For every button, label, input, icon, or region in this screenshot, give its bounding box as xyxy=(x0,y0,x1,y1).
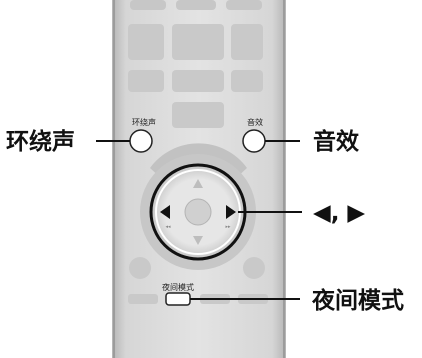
sound-effect-button[interactable] xyxy=(242,129,266,153)
dpad-down-arrow[interactable] xyxy=(193,236,203,245)
dpad-left-arrow[interactable] xyxy=(160,205,170,219)
function-button-1[interactable] xyxy=(128,24,164,60)
function-button-6[interactable] xyxy=(231,70,263,92)
dpad-up-arrow[interactable] xyxy=(193,179,203,188)
surround-button[interactable] xyxy=(129,129,153,153)
top-button-right[interactable] xyxy=(226,0,262,10)
dpad-left-hint: ◂◂ xyxy=(165,224,171,230)
night-mode-button[interactable] xyxy=(165,292,191,306)
surround-button-label: 环绕声 xyxy=(132,117,156,127)
sound-effect-callout: 音效 xyxy=(313,128,359,155)
function-button-5[interactable] xyxy=(172,70,224,92)
arrows-callout: ◀, ▶ xyxy=(313,200,365,226)
lower-left-round-button[interactable] xyxy=(129,257,151,279)
function-button-4[interactable] xyxy=(128,70,164,92)
top-button-center[interactable] xyxy=(176,0,216,10)
function-button-2[interactable] xyxy=(172,24,224,60)
sound-effect-button-label: 音效 xyxy=(247,117,263,127)
bottom-button-left[interactable] xyxy=(128,294,158,304)
dpad-right-hint: ▸▸ xyxy=(225,224,231,230)
night-mode-callout: 夜间模式 xyxy=(311,287,404,314)
lower-right-round-button[interactable] xyxy=(243,257,265,279)
function-button-3[interactable] xyxy=(231,24,263,60)
center-top-button[interactable] xyxy=(172,102,224,128)
dpad-upper-arc xyxy=(150,143,247,178)
dpad-right-arrow[interactable] xyxy=(226,205,236,219)
surround-callout: 环绕声 xyxy=(6,128,75,155)
night-mode-button-label: 夜间模式 xyxy=(162,282,194,292)
top-button-left[interactable] xyxy=(130,0,166,10)
dpad-center-button[interactable] xyxy=(184,198,212,226)
